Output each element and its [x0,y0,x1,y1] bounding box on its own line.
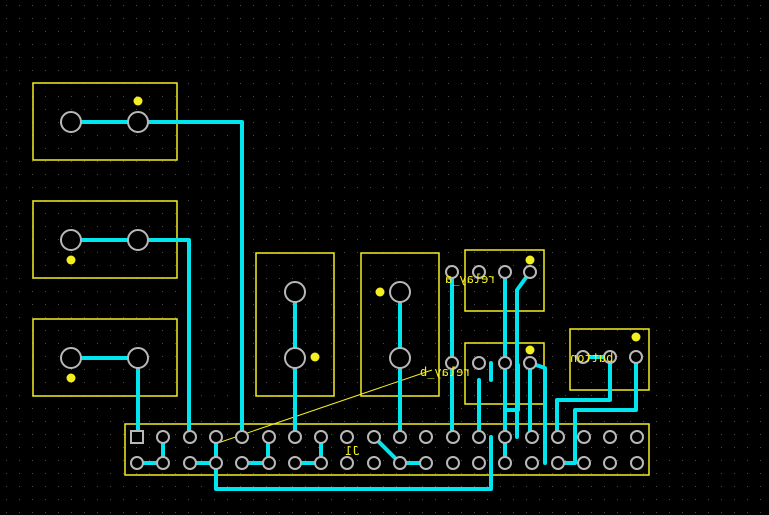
trace[interactable] [136,238,191,439]
through-hole-pad[interactable] [472,265,486,279]
pin-1-marker [310,352,320,362]
through-hole-pad[interactable] [127,347,149,369]
through-hole-pad[interactable] [498,356,512,370]
pin-1-marker [375,287,385,297]
through-hole-pad[interactable] [472,430,486,444]
through-hole-pad[interactable] [523,356,537,370]
trace[interactable] [555,355,612,439]
header-label: J1 [345,444,359,458]
through-hole-pad[interactable] [525,430,539,444]
through-hole-pad[interactable] [603,430,617,444]
through-hole-pad[interactable] [472,456,486,470]
through-hole-pad[interactable] [389,281,411,303]
through-hole-pad[interactable] [60,111,82,133]
through-hole-pad[interactable] [551,430,565,444]
through-hole-pad[interactable] [288,456,302,470]
pin-1-marker [631,332,641,342]
through-hole-pad[interactable] [419,430,433,444]
through-hole-pad[interactable] [446,456,460,470]
through-hole-pad[interactable] [130,456,144,470]
through-hole-pad[interactable] [284,347,306,369]
through-hole-pad[interactable] [523,265,537,279]
through-hole-pad[interactable] [156,430,170,444]
trace[interactable] [136,120,244,439]
through-hole-pad[interactable] [446,430,460,444]
through-hole-pad[interactable] [389,347,411,369]
through-hole-pad[interactable] [288,430,302,444]
through-hole-pad[interactable] [262,456,276,470]
through-hole-pad[interactable] [498,265,512,279]
through-hole-pad[interactable] [340,430,354,444]
through-hole-pad[interactable] [551,456,565,470]
pin-1-marker [66,255,76,265]
through-hole-pad[interactable] [367,430,381,444]
pin-1-marker [66,373,76,383]
through-hole-pad[interactable] [156,456,170,470]
through-hole-pad[interactable] [525,456,539,470]
through-hole-pad[interactable] [603,350,617,364]
trace[interactable] [555,355,638,465]
footprint-outline-3[interactable] [32,318,178,397]
trace[interactable] [214,435,493,491]
through-hole-pad[interactable] [314,430,328,444]
header-outline[interactable] [124,423,650,476]
ratsnest-line [214,369,433,445]
relay-b-label: relay_b [420,365,471,379]
through-hole-pad[interactable] [498,430,512,444]
through-hole-pad[interactable] [60,347,82,369]
through-hole-pad[interactable] [472,356,486,370]
through-hole-pad[interactable] [314,456,328,470]
header-pin-1-pad[interactable] [130,430,144,444]
through-hole-pad[interactable] [127,229,149,251]
through-hole-pad[interactable] [576,350,590,364]
pin-1-marker [133,96,143,106]
through-hole-pad[interactable] [445,356,459,370]
through-hole-pad[interactable] [577,456,591,470]
through-hole-pad[interactable] [60,229,82,251]
through-hole-pad[interactable] [183,430,197,444]
through-hole-pad[interactable] [262,430,276,444]
through-hole-pad[interactable] [630,430,644,444]
through-hole-pad[interactable] [235,430,249,444]
through-hole-pad[interactable] [183,456,197,470]
through-hole-pad[interactable] [498,456,512,470]
through-hole-pad[interactable] [445,265,459,279]
through-hole-pad[interactable] [209,430,223,444]
through-hole-pad[interactable] [209,456,223,470]
through-hole-pad[interactable] [393,430,407,444]
through-hole-pad[interactable] [235,456,249,470]
relay-a-label: relay_a [445,272,496,286]
pin-1-marker [525,255,535,265]
through-hole-pad[interactable] [367,456,381,470]
through-hole-pad[interactable] [393,456,407,470]
through-hole-pad[interactable] [629,350,643,364]
module-label: button [570,351,613,365]
through-hole-pad[interactable] [127,111,149,133]
through-hole-pad[interactable] [577,430,591,444]
through-hole-pad[interactable] [603,456,617,470]
through-hole-pad[interactable] [630,456,644,470]
through-hole-pad[interactable] [340,456,354,470]
through-hole-pad[interactable] [419,456,433,470]
pin-1-marker [525,345,535,355]
through-hole-pad[interactable] [284,281,306,303]
